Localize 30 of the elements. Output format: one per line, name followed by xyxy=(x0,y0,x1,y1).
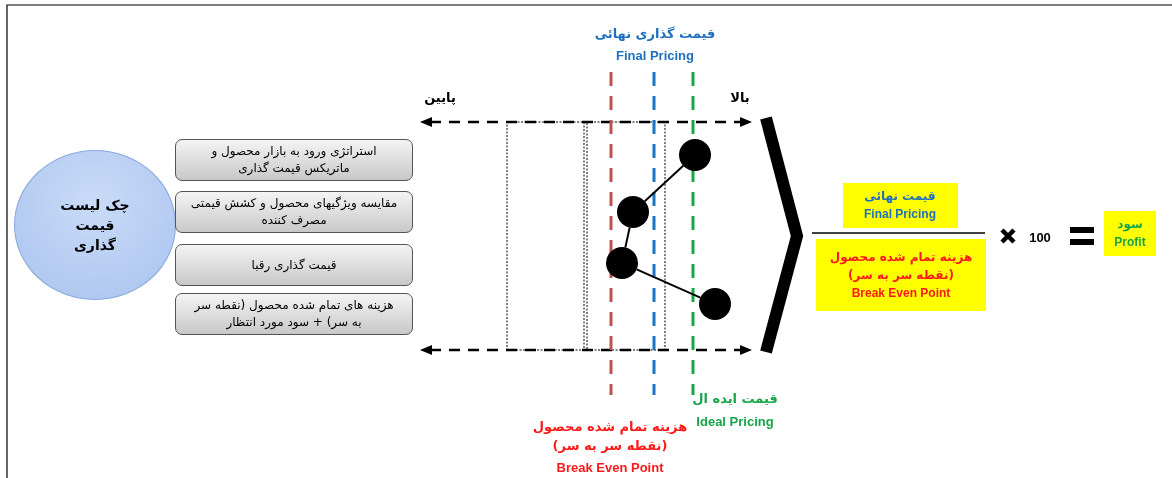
box-text: Break Even Point xyxy=(851,285,951,302)
label-text: هزینه تمام شده محصول (نقطه سر به سر) xyxy=(531,418,689,455)
label-text: 100 xyxy=(1029,229,1051,245)
dot xyxy=(606,247,638,279)
box-text: Final Pricing xyxy=(864,206,936,223)
connector-line xyxy=(624,226,631,249)
checklist-box: هزینه های تمام شده محصول (نقطه سر به سر) + سود مورد انتظار xyxy=(175,293,413,335)
checklist-box: مقایسه ویژگیهای محصول و کشش قیمتی مصرف کننده xyxy=(175,191,413,233)
checklist-box: استراتژی ورود به بازار محصول و ماتریکس قیمت گذاری xyxy=(175,139,413,181)
label-text: Break Even Point xyxy=(556,459,664,475)
label-text: قیمت گذاری نهائی xyxy=(594,25,716,41)
dot xyxy=(699,288,731,320)
label-text: Final Pricing xyxy=(616,47,694,63)
dot xyxy=(679,139,711,171)
highlight-box xyxy=(1104,210,1156,256)
label-text: Ideal Pricing xyxy=(696,413,774,429)
box-text: هزینه تمام شده محصول (نقطه سر به سر) xyxy=(828,249,974,284)
label-text: پایین xyxy=(424,89,456,105)
box-text: Profit xyxy=(1114,234,1146,251)
checklist-circle: چک لیست قیمت گذاری xyxy=(14,150,176,300)
connector-line xyxy=(643,164,685,203)
connector-line xyxy=(635,268,702,299)
box-text: قیمت نهائی xyxy=(864,188,936,205)
highlight-box xyxy=(816,239,986,311)
label-text: بالا xyxy=(730,89,750,105)
dot xyxy=(617,196,649,228)
highlight-box xyxy=(842,182,958,228)
label-text: قیمت ایده ال xyxy=(692,390,778,406)
checklist-box: قیمت گذاری رقبا xyxy=(175,244,413,286)
box-text: سود xyxy=(1117,216,1143,233)
